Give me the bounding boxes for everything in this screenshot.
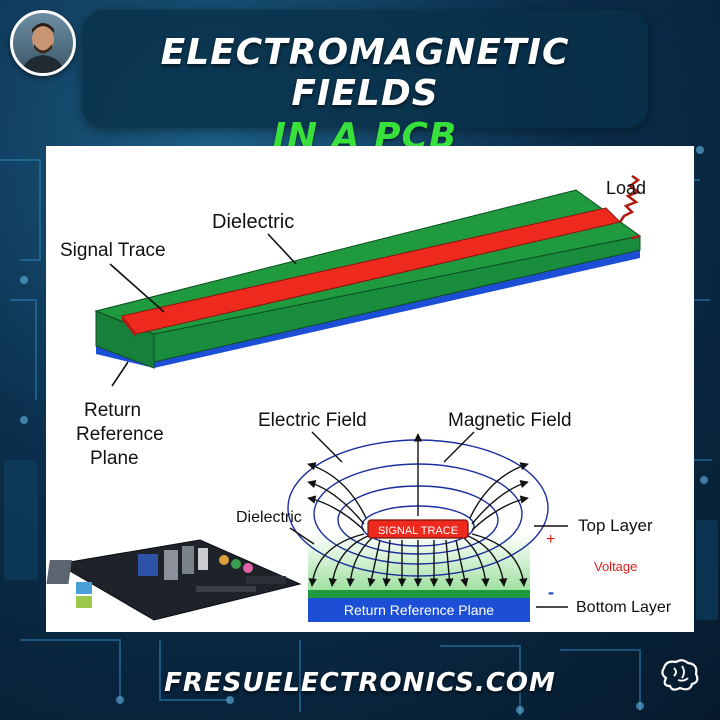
signal-trace-3d-edge: [122, 316, 136, 338]
load-label: Load: [606, 178, 646, 198]
magnetic-field-pointer: [443, 431, 475, 463]
return-plane-label-line3: Plane: [90, 448, 139, 469]
electric-field-label: Electric Field: [258, 410, 367, 431]
signal-trace-label-top: Signal Trace: [60, 240, 166, 261]
footer-site-url[interactable]: FRESUELECTRONICS.COM: [164, 668, 556, 698]
brain-logo-icon: [661, 659, 699, 691]
electric-field-lines: [307, 433, 529, 587]
minus-sign: -: [548, 582, 554, 602]
electric-field-pointer: [311, 431, 343, 463]
return-plane-label-line1: Return: [84, 400, 141, 421]
person-avatar-icon: [21, 23, 65, 73]
signal-trace-pointer-top: [109, 263, 165, 313]
title-line-1: ELECTROMAGNETIC FIELDS: [160, 32, 570, 114]
load-resistor-lead: [631, 234, 641, 240]
magnetic-field-label: Magnetic Field: [448, 410, 572, 431]
avatar: [10, 10, 76, 76]
load-resistor: [618, 174, 641, 223]
cross-section: SIGNAL TRACE Return Reference Plane: [287, 433, 549, 622]
return-plane-pointer: [111, 361, 129, 387]
dielectric-label-cross: Dielectric: [236, 509, 302, 526]
top-layer-label: Top Layer: [578, 516, 653, 535]
pcb-diagram: Load Dielectric Signal Trace Return Refe…: [46, 174, 672, 622]
return-plane-label-line2: Reference: [76, 424, 164, 445]
title-banner: ELECTROMAGNETIC FIELDS IN A PCB: [82, 10, 648, 157]
diagram-panel: Load Dielectric Signal Trace Return Refe…: [46, 146, 694, 632]
pcb-3d-strip: [94, 174, 642, 369]
signal-trace-bar: [367, 519, 469, 539]
bottom-layer-label: Bottom Layer: [576, 599, 672, 616]
return-plane-bar: [308, 598, 530, 622]
dielectric-base-layer: [308, 590, 530, 598]
dielectric-label-top: Dielectric: [212, 211, 294, 233]
motherboard-image: [46, 539, 302, 621]
plus-sign: +: [546, 531, 555, 548]
dielectric-pointer-top: [267, 233, 297, 265]
dielectric-pointer-cross: [289, 527, 315, 545]
return-plane-label-cross: Return Reference Plane: [344, 602, 494, 618]
voltage-label: Voltage: [594, 559, 637, 574]
signal-trace-label-cross: SIGNAL TRACE: [378, 525, 458, 537]
